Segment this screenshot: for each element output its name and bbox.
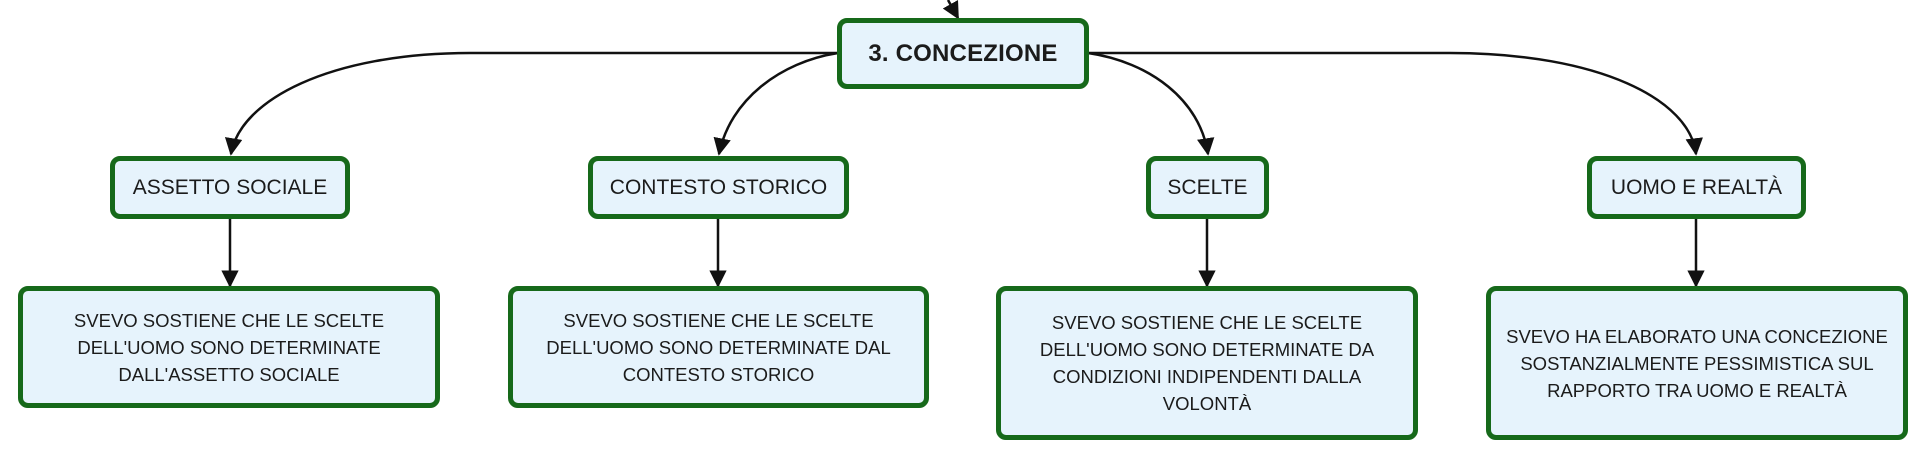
category-node-scelte[interactable]: SCELTE	[1146, 156, 1269, 219]
detail-text: SVEVO SOSTIENE CHE LE SCELTE DELL'UOMO S…	[73, 309, 385, 385]
detail-node-uomo-realta[interactable]: SVEVO HA ELABORATO UNA CONCEZIONE SOSTAN…	[1486, 286, 1908, 440]
category-node-assetto-sociale[interactable]: ASSETTO SOCIALE	[110, 156, 350, 219]
detail-node-contesto-storico[interactable]: SVEVO SOSTIENE CHE LE SCELTE DELL'UOMO S…	[508, 286, 929, 408]
category-label: SCELTE	[1167, 175, 1248, 199]
connector-from-parent	[942, 0, 960, 20]
category-label: CONTESTO STORICO	[609, 175, 828, 199]
detail-text: SVEVO SOSTIENE CHE LE SCELTE DELL'UOMO S…	[546, 309, 891, 385]
root-node-label: 3. CONCEZIONE	[868, 39, 1058, 67]
detail-node-assetto-sociale[interactable]: SVEVO SOSTIENE CHE LE SCELTE DELL'UOMO S…	[18, 286, 440, 408]
connector-root-assetto-sociale	[224, 51, 838, 156]
detail-node-scelte[interactable]: SVEVO SOSTIENE CHE LE SCELTE DELL'UOMO S…	[996, 286, 1418, 440]
category-label: ASSETTO SOCIALE	[132, 175, 328, 199]
detail-text: SVEVO HA ELABORATO UNA CONCEZIONE SOSTAN…	[1506, 325, 1888, 401]
connector-root-scelte	[1087, 51, 1215, 156]
category-node-uomo-realta[interactable]: UOMO E REALTÀ	[1587, 156, 1806, 219]
category-node-contesto-storico[interactable]: CONTESTO STORICO	[588, 156, 849, 219]
connector-root-contesto-storico	[713, 51, 839, 156]
root-node[interactable]: 3. CONCEZIONE	[837, 18, 1089, 89]
connector-root-uomo-realta	[1088, 51, 1703, 156]
detail-text: SVEVO SOSTIENE CHE LE SCELTE DELL'UOMO S…	[1039, 312, 1375, 414]
category-label: UOMO E REALTÀ	[1610, 175, 1783, 199]
